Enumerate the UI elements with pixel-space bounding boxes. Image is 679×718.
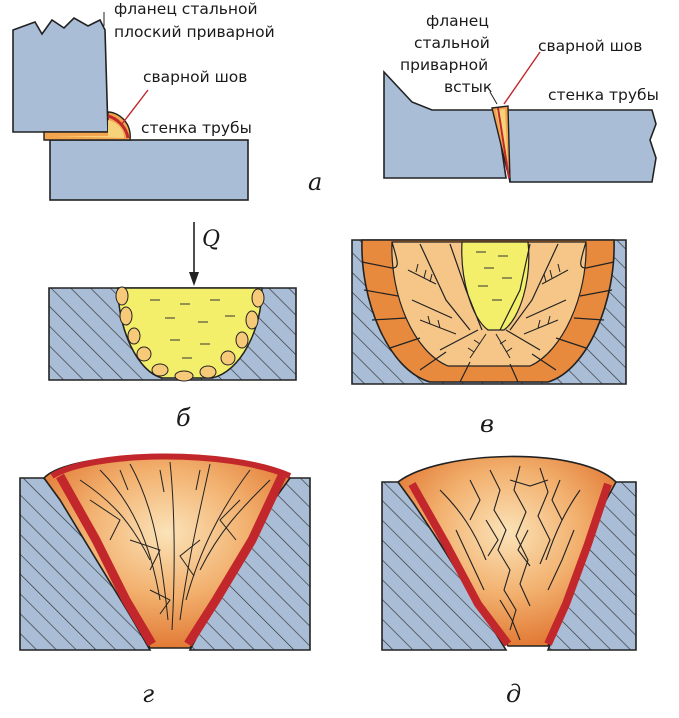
letter-a: а bbox=[308, 168, 322, 196]
label-flange-slip-on-2: плоский приварной bbox=[114, 23, 275, 41]
butt-pipe-block bbox=[505, 109, 657, 183]
label-butt-flange-3: приварной bbox=[400, 56, 488, 74]
grain-texture-d bbox=[439, 465, 581, 641]
base-metal-d-left bbox=[381, 481, 508, 651]
label-weld-butt: сварной шов bbox=[538, 37, 642, 55]
pool-dashes bbox=[150, 299, 235, 359]
label-weld-a: сварной шов bbox=[143, 68, 247, 86]
letter-g: г bbox=[142, 680, 154, 708]
panel-a-butt-weld-flange: фланец стальной приварной встык сварной … bbox=[383, 12, 659, 183]
grain-boundaries-v bbox=[361, 241, 615, 383]
fusion-line-d bbox=[408, 482, 612, 647]
label-butt-flange-2: стальной bbox=[414, 34, 490, 52]
label-butt-flange-1: фланец bbox=[426, 12, 489, 30]
label-pipe-wall-a: стенка трубы bbox=[141, 119, 252, 137]
panel-b-molten-pool: Q б bbox=[48, 222, 297, 432]
label-butt-flange-4: встык bbox=[444, 78, 492, 96]
label-pipe-wall-butt: стенка трубы bbox=[548, 86, 659, 104]
pool-boundary-grains bbox=[115, 286, 265, 382]
liquid-core-v bbox=[461, 241, 530, 331]
panel-d-weld-bead: д bbox=[381, 455, 637, 708]
force-label: Q bbox=[202, 227, 220, 252]
base-metal-g-left bbox=[19, 477, 152, 651]
panel-v-crystallisation: в bbox=[351, 239, 627, 438]
grain-texture-g bbox=[79, 461, 271, 631]
panel-a-slip-on-flange: фланец стальной плоский приварной сварно… bbox=[12, 0, 322, 201]
letter-b: б bbox=[176, 404, 191, 432]
label-flange-slip-on-1: фланец стальной bbox=[114, 0, 258, 18]
liquid-dashes-v bbox=[476, 251, 512, 301]
panel-g-weld-bead: г bbox=[19, 453, 311, 708]
pipe-wall-block bbox=[49, 139, 249, 201]
letter-d: д bbox=[506, 680, 521, 708]
dendrites-v bbox=[407, 263, 569, 359]
flange-block bbox=[12, 17, 109, 133]
letter-v: в bbox=[480, 410, 494, 438]
fusion-line-g bbox=[56, 473, 287, 647]
